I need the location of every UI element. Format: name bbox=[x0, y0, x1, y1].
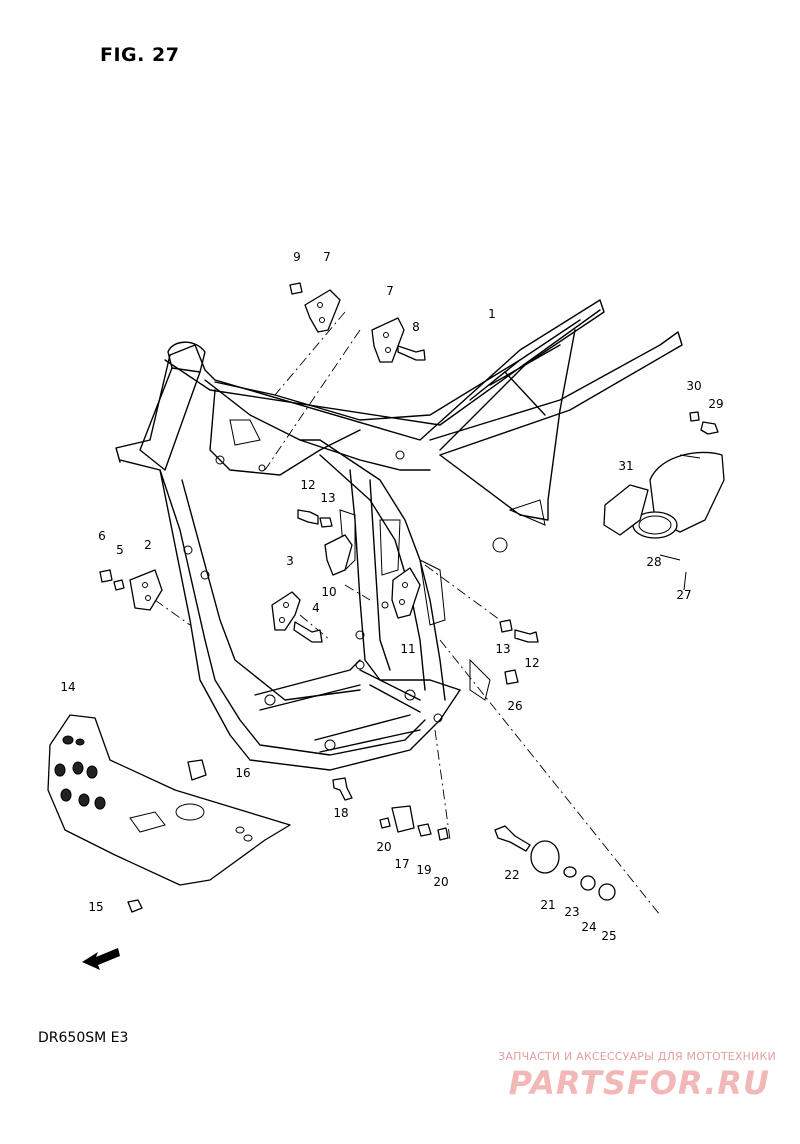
part-callout-7: 7 bbox=[386, 284, 394, 298]
bolt-4 bbox=[293, 621, 323, 643]
intake-duct bbox=[603, 451, 725, 591]
washer-5 bbox=[113, 579, 125, 591]
part-callout-12: 12 bbox=[300, 478, 316, 492]
main-frame bbox=[115, 299, 683, 771]
bracket-7-upper bbox=[304, 289, 341, 333]
part-callout-6: 6 bbox=[98, 529, 106, 543]
nut-13-left bbox=[319, 517, 333, 528]
collar-23 bbox=[563, 866, 577, 878]
brackets-and-fasteners bbox=[99, 282, 719, 685]
part-callout-18: 18 bbox=[333, 806, 349, 820]
bolt-29 bbox=[700, 421, 719, 435]
part-callout-28: 28 bbox=[646, 555, 662, 569]
collar-19 bbox=[417, 823, 432, 837]
model-code: DR650SM E3 bbox=[38, 1030, 129, 1046]
bolt-8 bbox=[397, 345, 426, 361]
bushing-21 bbox=[530, 840, 560, 874]
bolt-18 bbox=[332, 777, 353, 801]
part-callout-20: 20 bbox=[433, 875, 449, 889]
part-callout-29: 29 bbox=[708, 397, 724, 411]
part-callout-16: 16 bbox=[235, 766, 251, 780]
part-callout-27: 27 bbox=[676, 588, 692, 602]
part-callout-19: 19 bbox=[416, 863, 432, 877]
damper-16 bbox=[187, 759, 207, 781]
bushing-17 bbox=[391, 805, 415, 833]
bracket-10 bbox=[324, 534, 353, 576]
duct-27 bbox=[649, 451, 725, 533]
part-callout-1: 1 bbox=[488, 307, 496, 321]
part-callout-20: 20 bbox=[376, 840, 392, 854]
part-callout-21: 21 bbox=[540, 898, 556, 912]
part-callout-8: 8 bbox=[412, 320, 420, 334]
washer-25 bbox=[598, 883, 616, 901]
part-callout-31: 31 bbox=[618, 459, 634, 473]
bolt-22 bbox=[494, 825, 531, 852]
nut-13-right bbox=[499, 619, 513, 633]
nut-26 bbox=[504, 669, 519, 685]
part-callout-14: 14 bbox=[60, 680, 76, 694]
front-direction-arrow-icon bbox=[82, 948, 120, 970]
bolt-15 bbox=[127, 899, 143, 913]
part-callout-4: 4 bbox=[312, 601, 320, 615]
part-callout-5: 5 bbox=[116, 543, 124, 557]
bracket-3 bbox=[271, 591, 301, 631]
part-callout-12: 12 bbox=[524, 656, 540, 670]
bolt-12-left bbox=[297, 509, 319, 525]
bracket-2 bbox=[129, 569, 163, 611]
part-callout-13: 13 bbox=[495, 642, 511, 656]
part-callout-23: 23 bbox=[564, 905, 580, 919]
leader-lines bbox=[154, 311, 661, 916]
part-callout-9: 9 bbox=[293, 250, 301, 264]
part-callout-13: 13 bbox=[320, 491, 336, 505]
bracket-7-lower bbox=[371, 317, 405, 363]
bracket-11 bbox=[391, 567, 421, 619]
bolt-9 bbox=[289, 282, 303, 295]
skid-plate-14 bbox=[47, 714, 291, 886]
bolt-12-right bbox=[514, 629, 539, 643]
part-callout-17: 17 bbox=[394, 857, 410, 871]
watermark-logo: PARTSFOR.RU bbox=[508, 1064, 770, 1102]
part-callout-7: 7 bbox=[323, 250, 331, 264]
cover-31 bbox=[603, 484, 649, 536]
part-callout-2: 2 bbox=[144, 538, 152, 552]
part-callout-3: 3 bbox=[286, 554, 294, 568]
washer-20-left bbox=[379, 817, 391, 829]
part-callout-11: 11 bbox=[400, 642, 416, 656]
washer-24 bbox=[580, 875, 596, 891]
part-callout-10: 10 bbox=[321, 585, 337, 599]
part-callout-15: 15 bbox=[88, 900, 104, 914]
part-callout-26: 26 bbox=[507, 699, 523, 713]
nut-6 bbox=[99, 569, 113, 583]
part-callout-24: 24 bbox=[581, 920, 597, 934]
figure-title: FIG. 27 bbox=[100, 44, 180, 66]
part-callout-25: 25 bbox=[601, 929, 617, 943]
lower-fasteners bbox=[127, 759, 616, 913]
nut-30 bbox=[689, 411, 700, 422]
part-callout-30: 30 bbox=[686, 379, 702, 393]
washer-20-right bbox=[437, 827, 449, 841]
part-callout-22: 22 bbox=[504, 868, 520, 882]
watermark-subtitle: ЗАПЧАСТИ И АКСЕССУАРЫ ДЛЯ МОТОТЕХНИКИ bbox=[498, 1050, 776, 1063]
